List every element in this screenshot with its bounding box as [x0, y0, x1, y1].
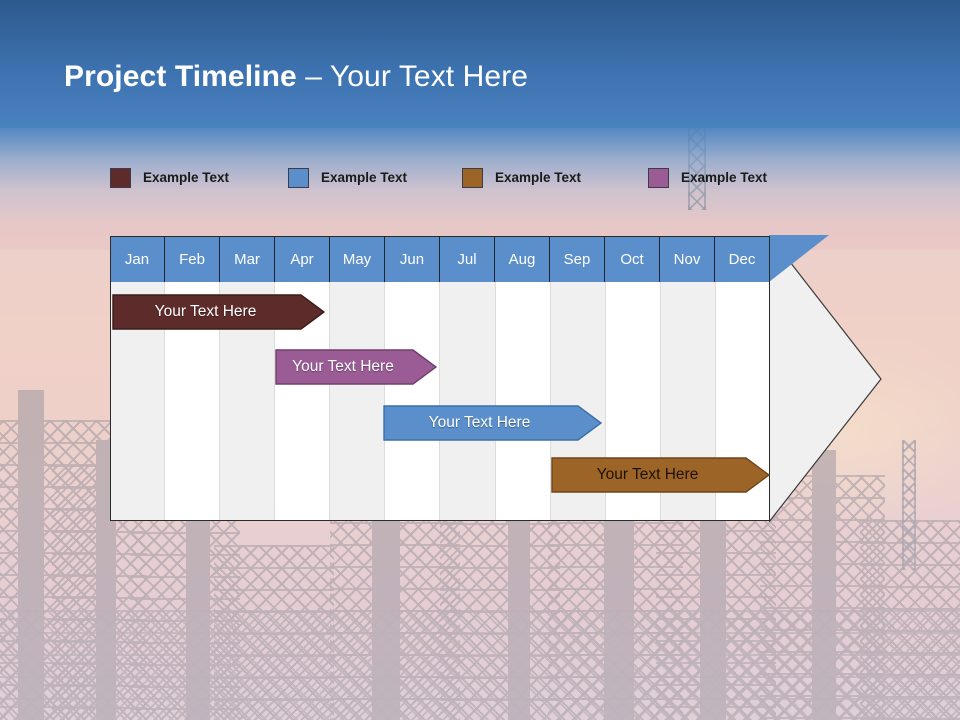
page-title-regular: – Your Text Here: [296, 60, 529, 93]
legend-swatch-3: [462, 168, 483, 188]
timeline-bar-label-2: Your Text Here: [292, 358, 394, 376]
page-title-bold: Project Timeline: [64, 60, 297, 93]
timeline-bar-4[interactable]: Your Text Here: [551, 457, 770, 493]
legend-item-1: Example Text: [110, 168, 229, 188]
legend: Example Text Example Text Example Text Exam…: [110, 168, 870, 196]
legend-swatch-1: [110, 168, 131, 188]
month-column-may: [330, 282, 386, 521]
page-title: Project Timeline – Your Text Here: [64, 60, 528, 94]
month-header-mar[interactable]: Mar: [220, 236, 275, 282]
legend-label-3: Example Text: [495, 170, 582, 185]
legend-item-3: Example Text: [462, 168, 581, 188]
month-header-jun[interactable]: Jun: [385, 236, 440, 282]
month-column-aug: [495, 282, 551, 521]
timeline-column-strips: [110, 282, 770, 521]
month-header-sep[interactable]: Sep: [550, 236, 605, 282]
timeline-bar-label-1: Your Text Here: [154, 303, 257, 321]
legend-label-4: Example Text: [681, 170, 768, 185]
timeline-bar-label-3: Your Text Here: [428, 414, 531, 432]
legend-swatch-4: [648, 168, 669, 188]
month-header-aug[interactable]: Aug: [495, 236, 550, 282]
month-header-nov[interactable]: Nov: [660, 236, 715, 282]
timeline-bar-shape-2: [275, 349, 437, 385]
month-header-jul[interactable]: Jul: [440, 236, 495, 282]
timeline-bar-shape-4: [551, 457, 770, 493]
timeline-bar-shape-1: [112, 294, 325, 330]
month-column-jun: [385, 282, 441, 521]
legend-item-2: Example Text: [288, 168, 407, 188]
timeline-bar-2[interactable]: Your Text Here: [275, 349, 437, 385]
month-column-jul: [440, 282, 496, 521]
timeline-bar-shape-3: [383, 405, 602, 441]
legend-label-1: Example Text: [143, 170, 230, 185]
month-header-may[interactable]: May: [330, 236, 385, 282]
month-header-dec[interactable]: Dec: [715, 236, 770, 282]
title-band: [0, 0, 960, 128]
timeline-bar-3[interactable]: Your Text Here: [383, 405, 602, 441]
legend-swatch-2: [288, 168, 309, 188]
timeline-bar-label-4: Your Text Here: [596, 466, 699, 484]
month-header-oct[interactable]: Oct: [605, 236, 660, 282]
legend-label-2: Example Text: [321, 170, 408, 185]
month-header-apr[interactable]: Apr: [275, 236, 330, 282]
legend-item-4: Example Text: [648, 168, 767, 188]
month-header-jan[interactable]: Jan: [110, 236, 165, 282]
timeline-bar-1[interactable]: Your Text Here: [112, 294, 325, 330]
timeline-arrow-head: [769, 235, 882, 522]
month-header-feb[interactable]: Feb: [165, 236, 220, 282]
